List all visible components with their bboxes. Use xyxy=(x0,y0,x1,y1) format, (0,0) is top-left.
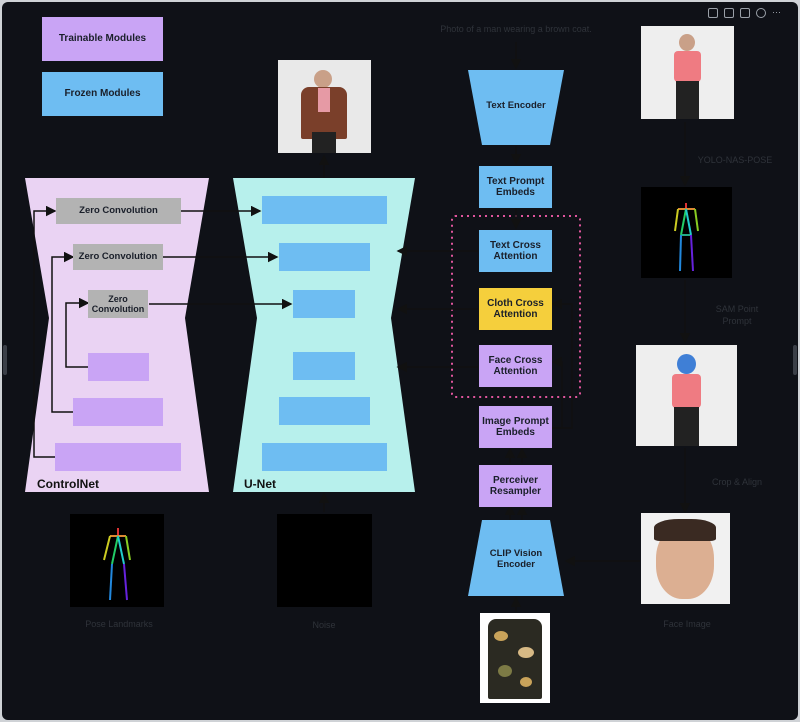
zero-conv-2: Zero Convolution xyxy=(73,244,163,270)
perceiver-resampler: Perceiver Resampler xyxy=(479,465,552,507)
right-handle[interactable] xyxy=(793,345,797,375)
pose-landmarks-skeleton-icon xyxy=(103,528,131,601)
face-cross-attention: Face Cross Attention xyxy=(479,345,552,387)
output-image xyxy=(278,60,371,153)
clip-vision-encoder-label: CLIP Vision Encoder xyxy=(489,548,543,570)
crop-icon[interactable] xyxy=(740,8,750,18)
legend-frozen: Frozen Modules xyxy=(42,72,163,116)
download-icon[interactable] xyxy=(756,8,766,18)
zero-conv-1: Zero Convolution xyxy=(56,198,181,224)
unet-block-up-3 xyxy=(262,443,387,471)
pose-landmarks-image xyxy=(70,514,164,607)
face-image xyxy=(641,513,730,604)
clip-encoder-shape xyxy=(468,520,564,596)
text-prompt-embeds: Text Prompt Embeds xyxy=(479,166,552,208)
left-handle[interactable] xyxy=(3,345,7,375)
image-toolbar: ⋯ xyxy=(708,8,782,18)
text-cross-attention: Text Cross Attention xyxy=(479,230,552,272)
noise-image xyxy=(277,514,372,607)
cloth-image xyxy=(480,613,550,703)
caption-noise: Noise xyxy=(312,620,336,630)
cloth-cross-attention: Cloth Cross Attention xyxy=(479,288,552,330)
more-icon[interactable]: ⋯ xyxy=(772,7,781,17)
caption-pose-landmarks: Pose Landmarks xyxy=(85,619,153,629)
caption-face-image: Face Image xyxy=(663,619,711,629)
unet-block-down-1 xyxy=(262,196,387,224)
skeleton-icon xyxy=(674,203,699,272)
caption-sam: SAM Point Prompt xyxy=(715,304,759,327)
unet-block-up-2 xyxy=(279,397,370,425)
caption-yolo: YOLO-NAS-POSE xyxy=(697,155,773,165)
unet-block-mid xyxy=(293,290,355,318)
caption-crop: Crop & Align xyxy=(711,477,763,487)
controlnet-block-3 xyxy=(88,353,149,381)
legend-trainable: Trainable Modules xyxy=(42,17,163,61)
text-encoder-label: Text Encoder xyxy=(486,99,546,111)
image-prompt-embeds: Image Prompt Embeds xyxy=(479,406,552,448)
prompt-text: Photo of a man wearing a brown coat. xyxy=(440,24,592,34)
controlnet-block-1 xyxy=(55,443,181,471)
monitor-icon[interactable] xyxy=(724,8,734,18)
zero-conv-3: Zero Convolution xyxy=(88,290,148,318)
caption-icon[interactable] xyxy=(708,8,718,18)
controlnet-block-2 xyxy=(73,398,163,426)
pose-skeleton-image xyxy=(641,187,732,278)
unet-block-down-2 xyxy=(279,243,370,271)
unet-label: U-Net xyxy=(244,477,276,491)
text-encoder-shape xyxy=(468,70,564,145)
segmented-image xyxy=(636,345,737,446)
controlnet-label: ControlNet xyxy=(37,477,99,491)
person-image xyxy=(641,26,734,119)
unet-block-up-1 xyxy=(293,352,355,380)
